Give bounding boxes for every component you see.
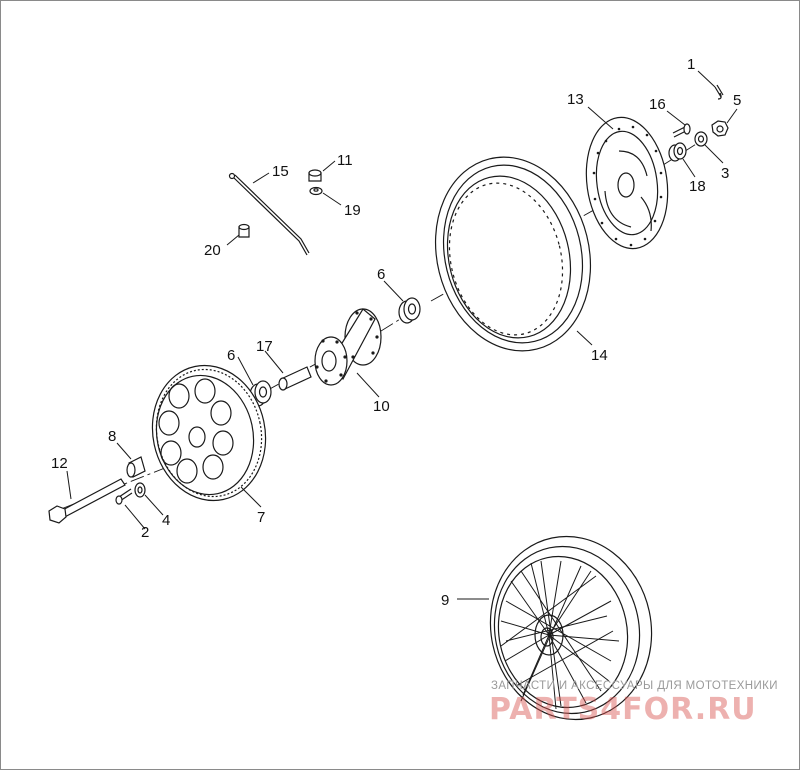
part-spacer [668,142,687,162]
part-rim [434,156,592,352]
callout-18: 18 [689,178,706,195]
callout-14: 14 [591,347,608,364]
part-axle [48,478,126,524]
part-bearing-upper [398,297,421,324]
callout-9: 9 [441,592,449,609]
part-washer-small [134,482,146,498]
part-wheel-assembly [489,535,653,721]
callout-7: 7 [257,509,265,526]
part-hub [314,308,382,386]
callout-6-lower: 6 [227,347,235,364]
callout-20: 20 [204,242,221,259]
part-cotter-pin [714,84,724,100]
leader-lines [66,70,738,600]
callout-2: 2 [141,524,149,541]
callout-6-upper: 6 [377,266,385,283]
callout-13: 13 [567,91,584,108]
callout-11: 11 [337,152,353,169]
part-screw [115,488,133,505]
part-spacer-tube [278,366,312,391]
callout-15: 15 [272,163,289,180]
watermark: ЗАПЧАСТИ И АКСЕССУАРЫ ДЛЯ МОТОТЕХНИКИ PA… [489,680,778,727]
callout-12: 12 [51,455,68,472]
part-axle-nut [711,120,729,137]
callout-8: 8 [108,428,116,445]
watermark-brand: PARTS4FOR.RU [489,692,757,727]
callout-5: 5 [733,92,741,109]
callout-labels: 1 2 3 4 5 6 6 7 8 9 10 11 12 13 14 15 16… [51,56,741,609]
part-valve-nut [309,186,323,196]
part-sleeve [126,456,146,478]
callout-4: 4 [162,512,170,529]
part-pulley [151,364,267,502]
part-disc-screw [672,123,691,138]
callout-19: 19 [344,202,361,219]
callout-1: 1 [687,56,695,73]
callout-16: 16 [649,96,666,113]
callout-17: 17 [256,338,273,355]
callout-3: 3 [721,165,729,182]
part-valve-cap [308,169,322,182]
callout-10: 10 [373,398,390,415]
part-rod [228,172,310,256]
watermark-tagline: ЗАПЧАСТИ И АКСЕССУАРЫ ДЛЯ МОТОТЕХНИКИ [491,680,778,692]
part-brake-disc [585,116,669,250]
part-nipple [238,223,250,238]
part-washer [694,131,708,147]
